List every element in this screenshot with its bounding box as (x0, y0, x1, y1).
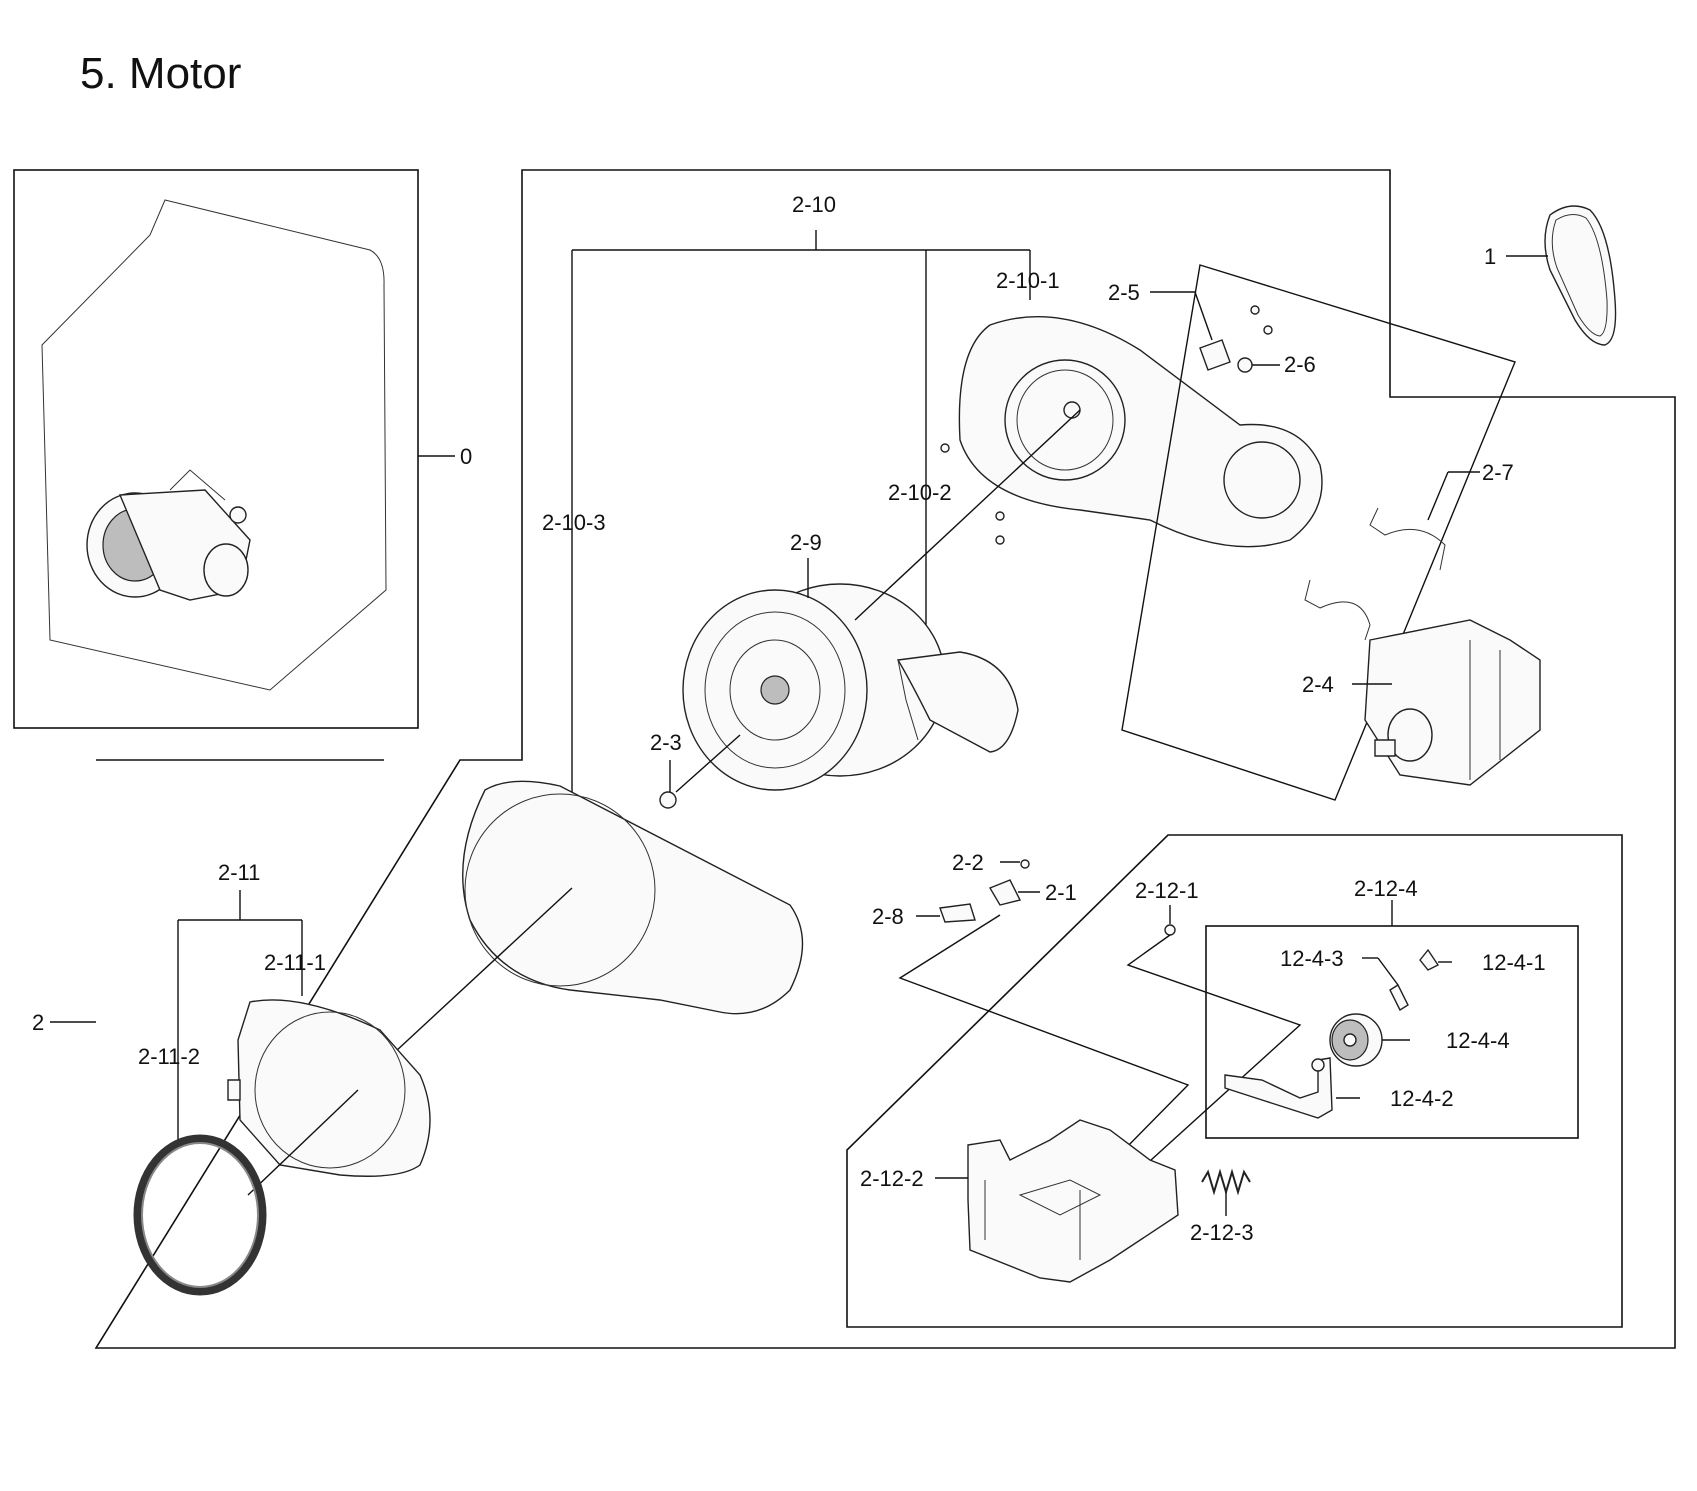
leader-2-7b (1427, 471, 1449, 521)
label-2-6: 2-6 (1284, 352, 1316, 377)
leader-12-4-3b (1377, 957, 1399, 986)
clip-12-4-1 (1419, 948, 1440, 971)
bracket-subassembly-outline (846, 834, 1623, 1328)
label-2-10: 2-10 (792, 192, 836, 217)
label-2-3: 2-3 (650, 730, 682, 755)
label-1: 1 (1484, 244, 1496, 269)
motor-clamp-2-7 (1304, 507, 1446, 641)
label-2-10-2: 2-10-2 (888, 480, 952, 505)
label-2-5: 2-5 (1108, 280, 1140, 305)
label-2-1: 2-1 (1045, 880, 1077, 905)
label-2-2: 2-2 (952, 850, 984, 875)
thermostat-2-5 (1199, 339, 1231, 371)
label-12-4-4: 12-4-4 (1446, 1028, 1510, 1053)
page-title: 5. Motor (80, 49, 241, 98)
alignment-path-screw (1126, 934, 1302, 1171)
label-2-11-1: 2-11-1 (264, 950, 326, 975)
motor-assembly-thumbnail (86, 469, 251, 601)
label-2-10-3: 2-10-3 (542, 510, 606, 535)
label-2-12-4: 2-12-4 (1354, 876, 1418, 901)
leader-2-5b (1194, 291, 1213, 341)
upper-housing-2-10-1 (958, 316, 1323, 548)
label-2-9: 2-9 (790, 530, 822, 555)
air-duct-baffle-2-10-2 (896, 651, 1019, 753)
label-2: 2 (32, 1010, 44, 1035)
housing-screws (940, 443, 1005, 545)
label-2-7: 2-7 (1482, 460, 1514, 485)
bracket-2-11 (177, 890, 303, 1140)
blower-wheel-2-9 (682, 583, 946, 791)
idler-arm-12-4-2 (1224, 1057, 1333, 1119)
label-2-11-2: 2-11-2 (138, 1044, 200, 1069)
motor-bracket-2-12-2 (967, 1119, 1179, 1283)
label-12-4-1: 12-4-1 (1482, 950, 1546, 975)
axis-line-housing (394, 887, 573, 1053)
fan-nut-2-3 (659, 791, 677, 809)
overview-box (13, 169, 419, 729)
housing-front-plate-2-11-1 (227, 999, 431, 1177)
label-2-10-1: 2-10-1 (996, 268, 1060, 293)
label-2-4: 2-4 (1302, 672, 1334, 697)
label-2-12-1: 2-12-1 (1135, 878, 1199, 903)
lower-housing-2-10-3 (462, 780, 804, 1015)
shaft-12-4-3 (1389, 983, 1409, 1012)
label-2-8: 2-8 (872, 904, 904, 929)
drive-belt (1544, 205, 1617, 346)
label-2-12-3: 2-12-3 (1190, 1220, 1254, 1245)
label-12-4-2: 12-4-2 (1390, 1086, 1454, 1111)
spring-2-12-3 (1201, 1168, 1251, 1196)
alignment-plane-upper (1121, 264, 1516, 801)
switch-2-1 (988, 879, 1022, 906)
screw-2-2 (1020, 859, 1030, 869)
label-12-4-3: 12-4-3 (1280, 946, 1344, 971)
axis-line-nut (675, 734, 741, 793)
label-2-11: 2-11 (218, 860, 260, 885)
axis-line-gasket (247, 1089, 359, 1196)
gasket-2-11-2 (133, 1134, 267, 1296)
actuator-2-8 (939, 903, 976, 923)
axis-line-fan-upper (854, 409, 1081, 621)
screw-2-6 (1237, 305, 1273, 373)
bracket-2-10 (571, 230, 1031, 820)
label-0: 0 (460, 444, 472, 469)
alignment-path-switch (898, 914, 1190, 1153)
label-2-12-2: 2-12-2 (860, 1166, 924, 1191)
idler-pulley-12-4-4 (1329, 1013, 1383, 1067)
screw-2-12-1 (1164, 924, 1176, 936)
assembly-2-outline (94, 169, 1676, 1349)
motor-2-4 (1364, 619, 1541, 786)
